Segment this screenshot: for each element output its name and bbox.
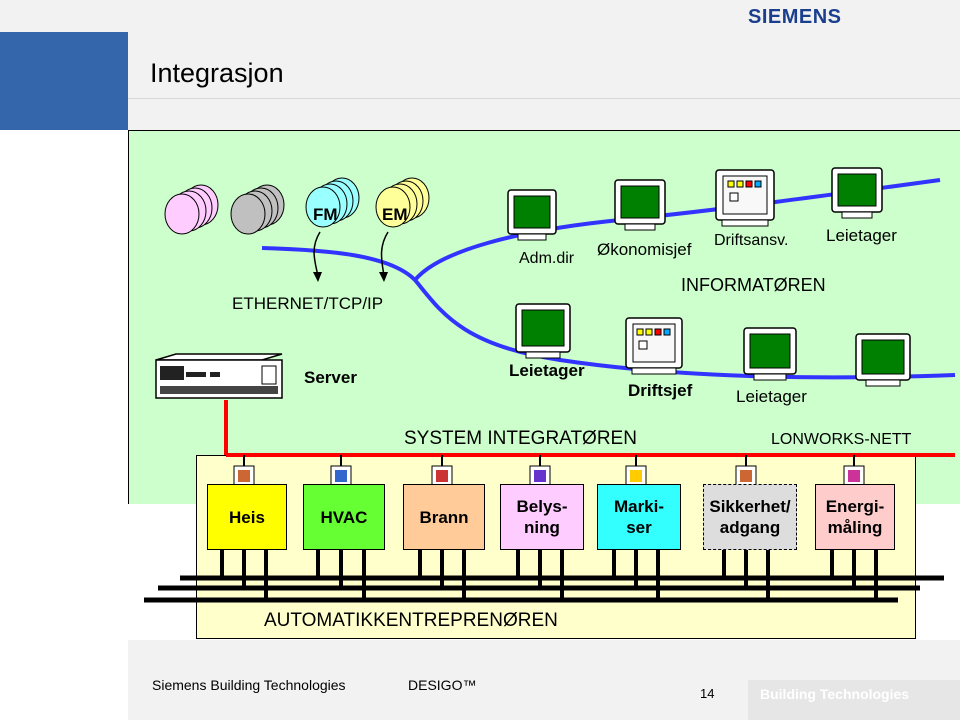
subsystem-energimaling: Energi-måling bbox=[815, 484, 895, 550]
subsystem-energimaling-line2: måling bbox=[827, 518, 883, 537]
footer-division: Building Technologies bbox=[760, 686, 910, 702]
footer-company: Siemens Building Technologies bbox=[152, 677, 346, 693]
okonomisjef-label: Økonomisjef bbox=[597, 240, 692, 259]
gateway-modules bbox=[233, 455, 865, 494]
subsystem-heis: Heis bbox=[207, 484, 287, 550]
subsystem-brann: Brann bbox=[403, 484, 485, 550]
fm-label: FM bbox=[313, 205, 338, 224]
left-margin bbox=[0, 130, 128, 720]
subsystem-energimaling-line1: Energi- bbox=[825, 497, 885, 516]
monitor-icon-leietager-2 bbox=[743, 327, 797, 381]
monitor-icon-leietager-3 bbox=[855, 333, 911, 387]
left-accent-band bbox=[0, 32, 128, 130]
leietager-1-label: Leietager bbox=[509, 361, 585, 380]
automatikk-label: AUTOMATIKKENTREPRENØREN bbox=[264, 610, 558, 631]
footer-division-box bbox=[748, 680, 960, 720]
subsystem-hvac-line1: HVAC bbox=[320, 507, 368, 527]
adm-dir-label: Adm.dir bbox=[519, 250, 575, 267]
siemens-logo: SIEMENS bbox=[748, 6, 842, 28]
monitor-icon-leietager-1 bbox=[515, 303, 571, 359]
gray-disk-stack bbox=[230, 184, 285, 235]
monitor-icon-driftsansv bbox=[715, 169, 775, 227]
driftsansv-label: Driftsansv. bbox=[714, 232, 789, 249]
page-title: Integrasjon bbox=[150, 58, 284, 88]
header-band bbox=[128, 32, 960, 99]
footer-product: DESIGO™ bbox=[408, 677, 477, 693]
leietager-2-label: Leietager bbox=[736, 387, 807, 406]
subsystem-belysning: Belys-ning bbox=[500, 484, 584, 550]
subsystem-heis-line1: Heis bbox=[229, 507, 265, 527]
subsystem-brann-line1: Brann bbox=[419, 507, 469, 527]
subsystem-belysning-line1: Belys- bbox=[516, 497, 568, 516]
em-arrow bbox=[380, 231, 389, 277]
cyan-disk-stack bbox=[305, 177, 360, 228]
server-label: Server bbox=[304, 368, 357, 387]
subsystem-markiser-line1: Marki- bbox=[613, 497, 665, 516]
monitor-icon-leietager-top bbox=[831, 167, 883, 219]
yellow-disk-stack bbox=[375, 177, 430, 228]
subsystem-sikkerhet-line2: adgang bbox=[719, 518, 781, 537]
subsystem-belysning-line2: ning bbox=[524, 518, 560, 537]
footer-page-number: 14 bbox=[700, 686, 715, 701]
subsystem-hvac: HVAC bbox=[303, 484, 385, 550]
pink-disk-stack bbox=[164, 184, 219, 235]
monitor-icon-okonomisjef bbox=[614, 179, 666, 231]
monitor-icon-adm-dir bbox=[507, 189, 557, 241]
fm-arrow bbox=[313, 231, 321, 277]
lonworks-label: LONWORKS-NETT bbox=[771, 431, 912, 448]
subsystem-sikkerhet-line1: Sikkerhet/ bbox=[709, 497, 791, 516]
ethernet-label: ETHERNET/TCP/IP bbox=[232, 294, 384, 313]
informatoren-label: INFORMATØREN bbox=[681, 275, 826, 295]
ethernet-line bbox=[261, 246, 956, 380]
monitor-icon-driftsjef bbox=[625, 317, 683, 375]
field-buses bbox=[144, 548, 944, 603]
leietager-top-label: Leietager bbox=[826, 226, 897, 245]
subsystem-markiser-line2: ser bbox=[626, 518, 652, 537]
server-icon bbox=[155, 353, 283, 399]
driftsjef-label: Driftsjef bbox=[628, 381, 693, 400]
subsystem-sikkerhet: Sikkerhet/adgang bbox=[703, 484, 797, 550]
subsystem-markiser: Marki-ser bbox=[597, 484, 681, 550]
system-integratoren-label: SYSTEM INTEGRATØREN bbox=[404, 428, 637, 449]
em-label: EM bbox=[382, 205, 408, 224]
